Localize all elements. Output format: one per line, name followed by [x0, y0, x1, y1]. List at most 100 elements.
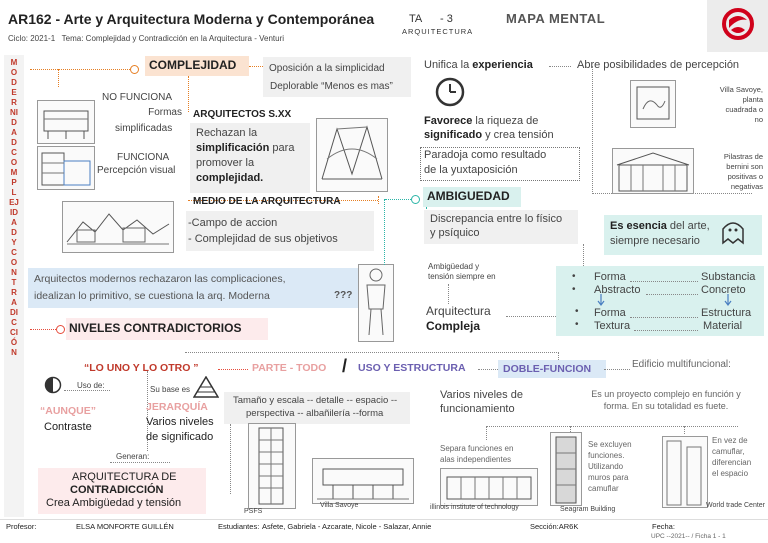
discrep-box — [424, 210, 578, 244]
pair-sustancia: Substancia — [701, 271, 756, 283]
ambiguedad-title: AMBIGUEDAD — [427, 189, 510, 203]
excluyen-line3: Utilizando — [588, 462, 624, 471]
arq-sxx-line2: simplificación para — [196, 142, 295, 154]
connector-abre-down — [592, 66, 593, 194]
arq-contradiccion-line2: CONTRADICCIÓN — [70, 484, 164, 496]
paradoja-box — [420, 147, 580, 181]
abre-text: Abre posibilidades de percepción — [577, 59, 740, 71]
excluyen-line1: Se excluyen — [588, 440, 632, 449]
savoye-caption-1: Villa Savoye, — [719, 85, 763, 94]
ta-number: - 3 — [440, 13, 453, 25]
esencia-line1: Es esencia del arte, — [610, 220, 710, 232]
savoye-caption-2: planta — [742, 95, 763, 104]
pair-concreto: Concreto — [701, 284, 746, 296]
connector-niveles — [30, 329, 58, 330]
slash-divider: / — [342, 356, 348, 376]
doble-funcion-highlight — [498, 360, 606, 378]
tamano-line1: Tamaño y escala -- detalle -- espacio -- — [233, 395, 398, 406]
pair-bullet-2: • — [572, 284, 576, 295]
cycle-label: Ciclo: 2021-1 — [8, 34, 56, 43]
upc-logo-icon — [722, 8, 754, 40]
pair-line-1 — [630, 281, 698, 282]
connector-uso-de — [64, 390, 110, 391]
uno-otro-title: “LO UNO Y LO OTRO ” — [84, 362, 199, 374]
edificio-label: Edificio multifuncional: — [632, 359, 731, 370]
node-ambiguedad — [411, 195, 420, 204]
pair-textura: Textura — [594, 320, 631, 332]
connector-ambiguedad — [385, 199, 413, 200]
separa-line1: Separa funciones en — [440, 444, 514, 453]
sketch-complex-interior — [316, 118, 388, 192]
connector-edificio — [604, 369, 630, 370]
arq-compleja-line2: Compleja — [426, 319, 481, 333]
varios-niveles-line2: de significado — [146, 431, 214, 443]
villa-caption: Villa Savoye — [320, 502, 359, 509]
arq-sxx-line3: promover la — [196, 157, 255, 169]
uso-estructura-title: USO Y ESTRUCTURA — [358, 362, 466, 374]
bernini-caption-1: Pilastras de — [723, 152, 763, 161]
arq-contradiccion-box — [38, 468, 206, 514]
no-funciona-label: NO FUNCIONA — [102, 92, 172, 103]
pair-material: Material — [703, 320, 743, 332]
esencia-line2: siempre necesario — [610, 235, 700, 247]
connector-niveles-drop — [558, 352, 559, 360]
deplorable-text: Deplorable “Menos es mas” — [270, 81, 393, 92]
complejidad-title: COMPLEJIDAD — [149, 58, 237, 72]
arq-compleja-line1: Arquitectura — [426, 304, 491, 318]
connector-doble — [478, 369, 500, 370]
paradoja-line1: Paradoja como resultado — [424, 149, 547, 161]
arq-sxx-box — [190, 123, 310, 193]
arq-contradiccion-line3: Crea Ambigüedad y tensión — [46, 497, 182, 509]
lamina-label: UPC --2021-- / Ficha 1 - 1 — [651, 533, 726, 540]
connector-generan — [110, 462, 170, 463]
connector-niveles-horizontal — [185, 352, 559, 353]
ghost-icon — [718, 217, 748, 247]
complejidad-highlight — [145, 56, 249, 76]
node-complejidad — [130, 65, 139, 74]
connector-tension — [448, 284, 449, 304]
tension-line1: Ambigüedad y — [428, 262, 480, 271]
paradoja-line2: de la yuxtaposición — [424, 164, 518, 176]
discrep-line2: y psíquico — [430, 227, 480, 239]
pair-estructura: Estructura — [701, 307, 752, 319]
sketch-villa-savoye-plan — [630, 80, 676, 128]
connector-complejidad-drop — [58, 69, 59, 87]
niveles-title: NIVELES CONTRADICTORIOS — [69, 321, 242, 335]
jerarquia-title: JERARQUÍA — [146, 401, 208, 413]
vertical-title-bar — [4, 55, 24, 517]
sketch-seagram-tower — [550, 432, 582, 506]
contraste-label: Contraste — [44, 421, 92, 433]
camuflar-line4: el espacio — [712, 469, 749, 478]
arq-sxx-line1: Rechazan la — [196, 127, 258, 139]
modernos-line1: Arquitectos modernos rechazaron las comp… — [34, 273, 286, 285]
fecha-label: Fecha: — [652, 522, 675, 531]
arq-sxx-line4: complejidad. — [196, 172, 264, 184]
estudiantes-names: Asfete, Gabriela - Azcarate, Nicole - Sa… — [262, 522, 432, 531]
modernos-line2: idealizan lo primitivo, se cuestiona la … — [34, 290, 270, 302]
sketch-wtc-towers — [662, 436, 708, 508]
connector-iit — [486, 426, 487, 440]
oposicion-text: Oposición a la simplicidad — [269, 63, 385, 74]
pair-forma-1: Forma — [594, 271, 626, 283]
connector-wtc — [684, 426, 685, 434]
excluyen-line4: muros para — [588, 473, 629, 482]
separa-line2: alas independientes — [440, 455, 512, 464]
parte-todo-title: PARTE - TODO — [252, 362, 327, 374]
pair-forma-2: Forma — [594, 307, 626, 319]
area-label: ARQUITECTURA — [402, 27, 474, 36]
sketch-iit-building — [440, 468, 538, 506]
excluyen-line5: camuflar — [588, 484, 619, 493]
modernos-question: ??? — [334, 290, 353, 301]
pair-line-2 — [646, 294, 698, 295]
connector-oposicion — [249, 66, 263, 67]
bernini-caption-4: negativas — [730, 182, 763, 191]
connector-examples — [486, 426, 738, 427]
proyecto-line2: forma. En su totalidad es fuete. — [603, 401, 729, 411]
footer-bar — [0, 519, 768, 543]
connector-medio — [188, 200, 378, 201]
bernini-caption-3: positivas o — [727, 172, 763, 181]
node-niveles — [56, 325, 65, 334]
connector-abre — [549, 66, 571, 67]
excluyen-line2: funciones. — [588, 451, 625, 460]
